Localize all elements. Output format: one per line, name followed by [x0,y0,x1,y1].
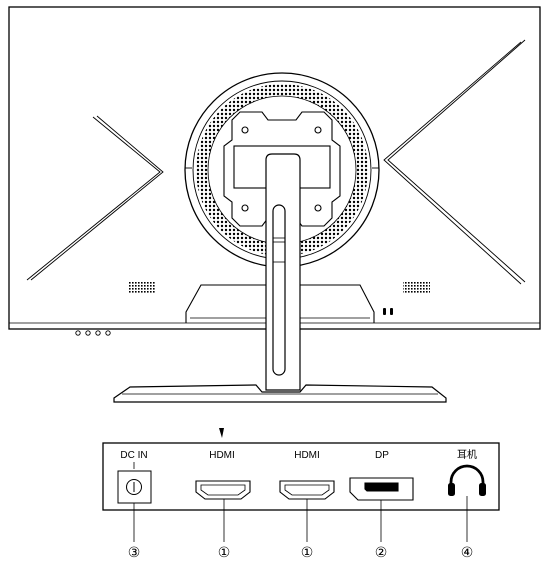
callout-hdmi-2: ① [300,545,314,561]
hdmi-port-1 [195,480,251,542]
stand-neck [265,153,301,391]
hdmi-port-2 [279,480,335,542]
port-panel [102,442,500,511]
port-label-headphone: 耳机 [457,450,477,461]
stand-base [113,384,447,403]
control-buttons [75,330,111,336]
callout-dp: ② [374,545,388,561]
callout-hdmi-1: ① [217,545,231,561]
port-label-hdmi-1: HDMI [209,450,235,461]
left-speaker-grille [129,282,155,294]
lock-slot-icon [383,308,393,315]
dc-in-port [117,470,152,542]
port-label-hdmi-2: HDMI [294,450,320,461]
callout-dc-in: ③ [127,545,141,561]
callout-headphone: ④ [460,545,474,561]
headphone-icon [448,464,486,542]
indicator-arrow-icon [219,428,224,438]
displayport-port [349,477,414,542]
port-label-dc-in: DC IN [120,450,148,461]
port-label-dp: DP [375,450,389,461]
right-speaker-grille [403,282,430,294]
right-chevron-decoration [383,39,526,285]
left-chevron-decoration [26,115,164,281]
